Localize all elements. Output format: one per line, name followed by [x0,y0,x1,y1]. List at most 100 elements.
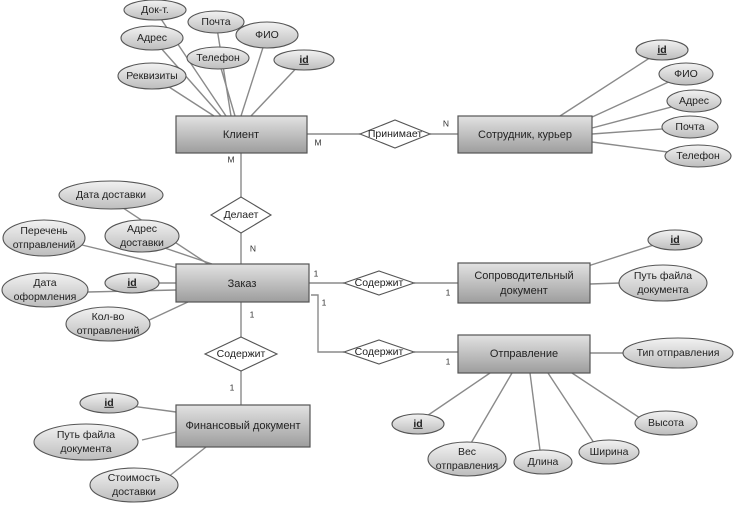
attr-order-shipments-list: Перечень отправлений [2,219,86,257]
entity-client-label: Клиент [223,129,259,141]
attr-shipment-length-label: Длина [528,456,559,468]
attr-client-requisites-label: Реквизиты [126,70,177,82]
attr-accdoc-id-label: id [670,234,679,246]
attr-findoc-id-label: id [104,397,113,409]
relationship-accepts: Принимает [358,119,432,149]
attr-employee-address: Адрес [666,89,722,113]
attr-employee-phone-label: Телефон [676,150,720,162]
attr-shipment-length: Длина [513,449,573,475]
attr-order-delivery-address-label-1: Адрес [127,223,157,235]
attr-order-shipments-count-label-2: отправлений [77,325,140,337]
card-order-contains-fin: 1 [250,309,255,319]
attr-shipment-weight-label-1: Вес [458,446,476,458]
attr-shipment-type-label: Тип отправления [637,347,720,359]
card-makes-order: N [250,243,256,253]
entity-accompanying-doc: Сопроводительный документ [457,262,591,304]
attr-employee-fio-label: ФИО [674,68,698,80]
entity-order: Заказ [175,263,310,303]
attr-order-delivery-date-label: Дата доставки [76,189,146,201]
attr-accdoc-id: id [647,229,703,251]
attr-employee-fio: ФИО [658,62,714,86]
relationship-contains-fin-label: Содержит [217,348,266,360]
attr-order-creation-date-label-1: Дата [33,277,56,289]
attr-order-delivery-address-label-2: доставки [120,237,164,249]
relationship-makes-label: Делает [224,209,259,221]
attr-client-id-label: id [299,54,308,66]
attr-findoc-file-path-label-2: документа [60,443,111,455]
attr-accdoc-file-path: Путь файла документа [618,264,708,302]
entity-employee-label: Сотрудник, курьер [478,129,572,141]
relationship-accepts-label: Принимает [368,128,422,140]
relationship-contains-shipment: Содержит [342,339,416,365]
card-contains-shipment-shipment: 1 [446,356,451,366]
attr-employee-id: id [635,39,689,61]
attr-client-phone-label: Телефон [196,52,240,64]
attr-order-creation-date-label-2: оформления [14,291,77,303]
entity-financial-doc: Финансовый документ [175,404,311,448]
card-order-contains-doc: 1 [314,268,319,278]
attr-shipment-height-label: Высота [648,417,684,429]
attr-shipment-height: Высота [634,410,698,436]
attr-client-mail-label: Почта [201,16,230,28]
attr-client-doc-type-label: Док-т. [141,4,169,16]
attr-order-delivery-address: Адрес доставки [104,219,180,253]
card-order-contains-shipment: 1 [322,297,327,307]
relationship-contains-doc: Содержит [342,270,416,296]
attr-client-id: id [273,49,335,71]
relationship-contains-doc-label: Содержит [355,277,404,289]
relationship-contains-shipment-label: Содержит [355,346,404,358]
entity-accompanying-doc-label-1: Сопроводительный [474,270,573,282]
attr-employee-address-label: Адрес [679,95,709,107]
attr-order-delivery-date: Дата доставки [58,180,164,210]
attr-order-shipments-count-label-1: Кол-во [92,311,125,323]
attr-shipment-weight: Вес отправления [427,441,507,477]
attr-client-fio-label: ФИО [255,29,279,41]
relationship-makes: Делает [209,196,273,234]
attr-employee-id-label: id [657,44,666,56]
attr-order-shipments-count: Кол-во отправлений [65,306,151,342]
attr-shipment-id-label: id [413,418,422,430]
attr-accdoc-file-path-label-2: документа [637,284,688,296]
attr-client-doc-type: Док-т. [123,0,187,21]
card-contains-doc-accdoc: 1 [446,287,451,297]
attr-order-creation-date: Дата оформления [1,272,89,308]
entity-order-label: Заказ [228,278,257,290]
entity-accompanying-doc-label-2: документ [500,285,548,297]
attr-shipment-type: Тип отправления [622,337,734,369]
attr-client-address-label: Адрес [137,32,167,44]
attr-employee-mail: Почта [661,115,719,139]
attr-findoc-file-path-label-1: Путь файла [57,429,115,441]
entity-client: Клиент [175,115,308,154]
attr-accdoc-file-path-label-1: Путь файла [634,270,692,282]
attr-shipment-width: Ширина [578,439,640,465]
attr-findoc-file-path: Путь файла документа [33,423,139,461]
card-client-accepts: M [314,137,321,147]
attr-findoc-id: id [79,392,139,414]
attr-findoc-cost-label-2: доставки [112,486,156,498]
card-contains-fin-findoc: 1 [230,382,235,392]
attr-order-id-label: id [127,277,136,289]
entity-employee: Сотрудник, курьер [457,115,593,154]
attr-order-shipments-list-label-2: отправлений [13,239,76,251]
cardinality-labels: M N M N 1 1 1 1 1 1 [227,118,450,392]
entity-shipment-label: Отправление [490,348,558,360]
attr-client-phone: Телефон [186,46,250,70]
attr-findoc-cost: Стоимость доставки [89,467,179,503]
attr-employee-mail-label: Почта [675,121,704,133]
attr-client-requisites: Реквизиты [117,62,187,90]
card-client-makes: M [227,154,234,164]
relationship-contains-fin: Содержит [203,336,279,372]
attr-order-shipments-list-label-1: Перечень [20,225,68,237]
attr-shipment-id: id [391,413,445,435]
entity-financial-doc-label: Финансовый документ [185,420,300,432]
attr-client-mail: Почта [187,10,245,34]
attr-findoc-cost-label-1: Стоимость [108,472,161,484]
attr-employee-phone: Телефон [664,144,732,168]
entity-shipment: Отправление [457,334,591,374]
attr-shipment-width-label: Ширина [590,446,629,458]
attr-order-id: id [104,272,160,294]
attr-client-address: Адрес [120,25,184,51]
attr-shipment-weight-label-2: отправления [436,460,498,472]
card-accepts-employee: N [443,118,449,128]
